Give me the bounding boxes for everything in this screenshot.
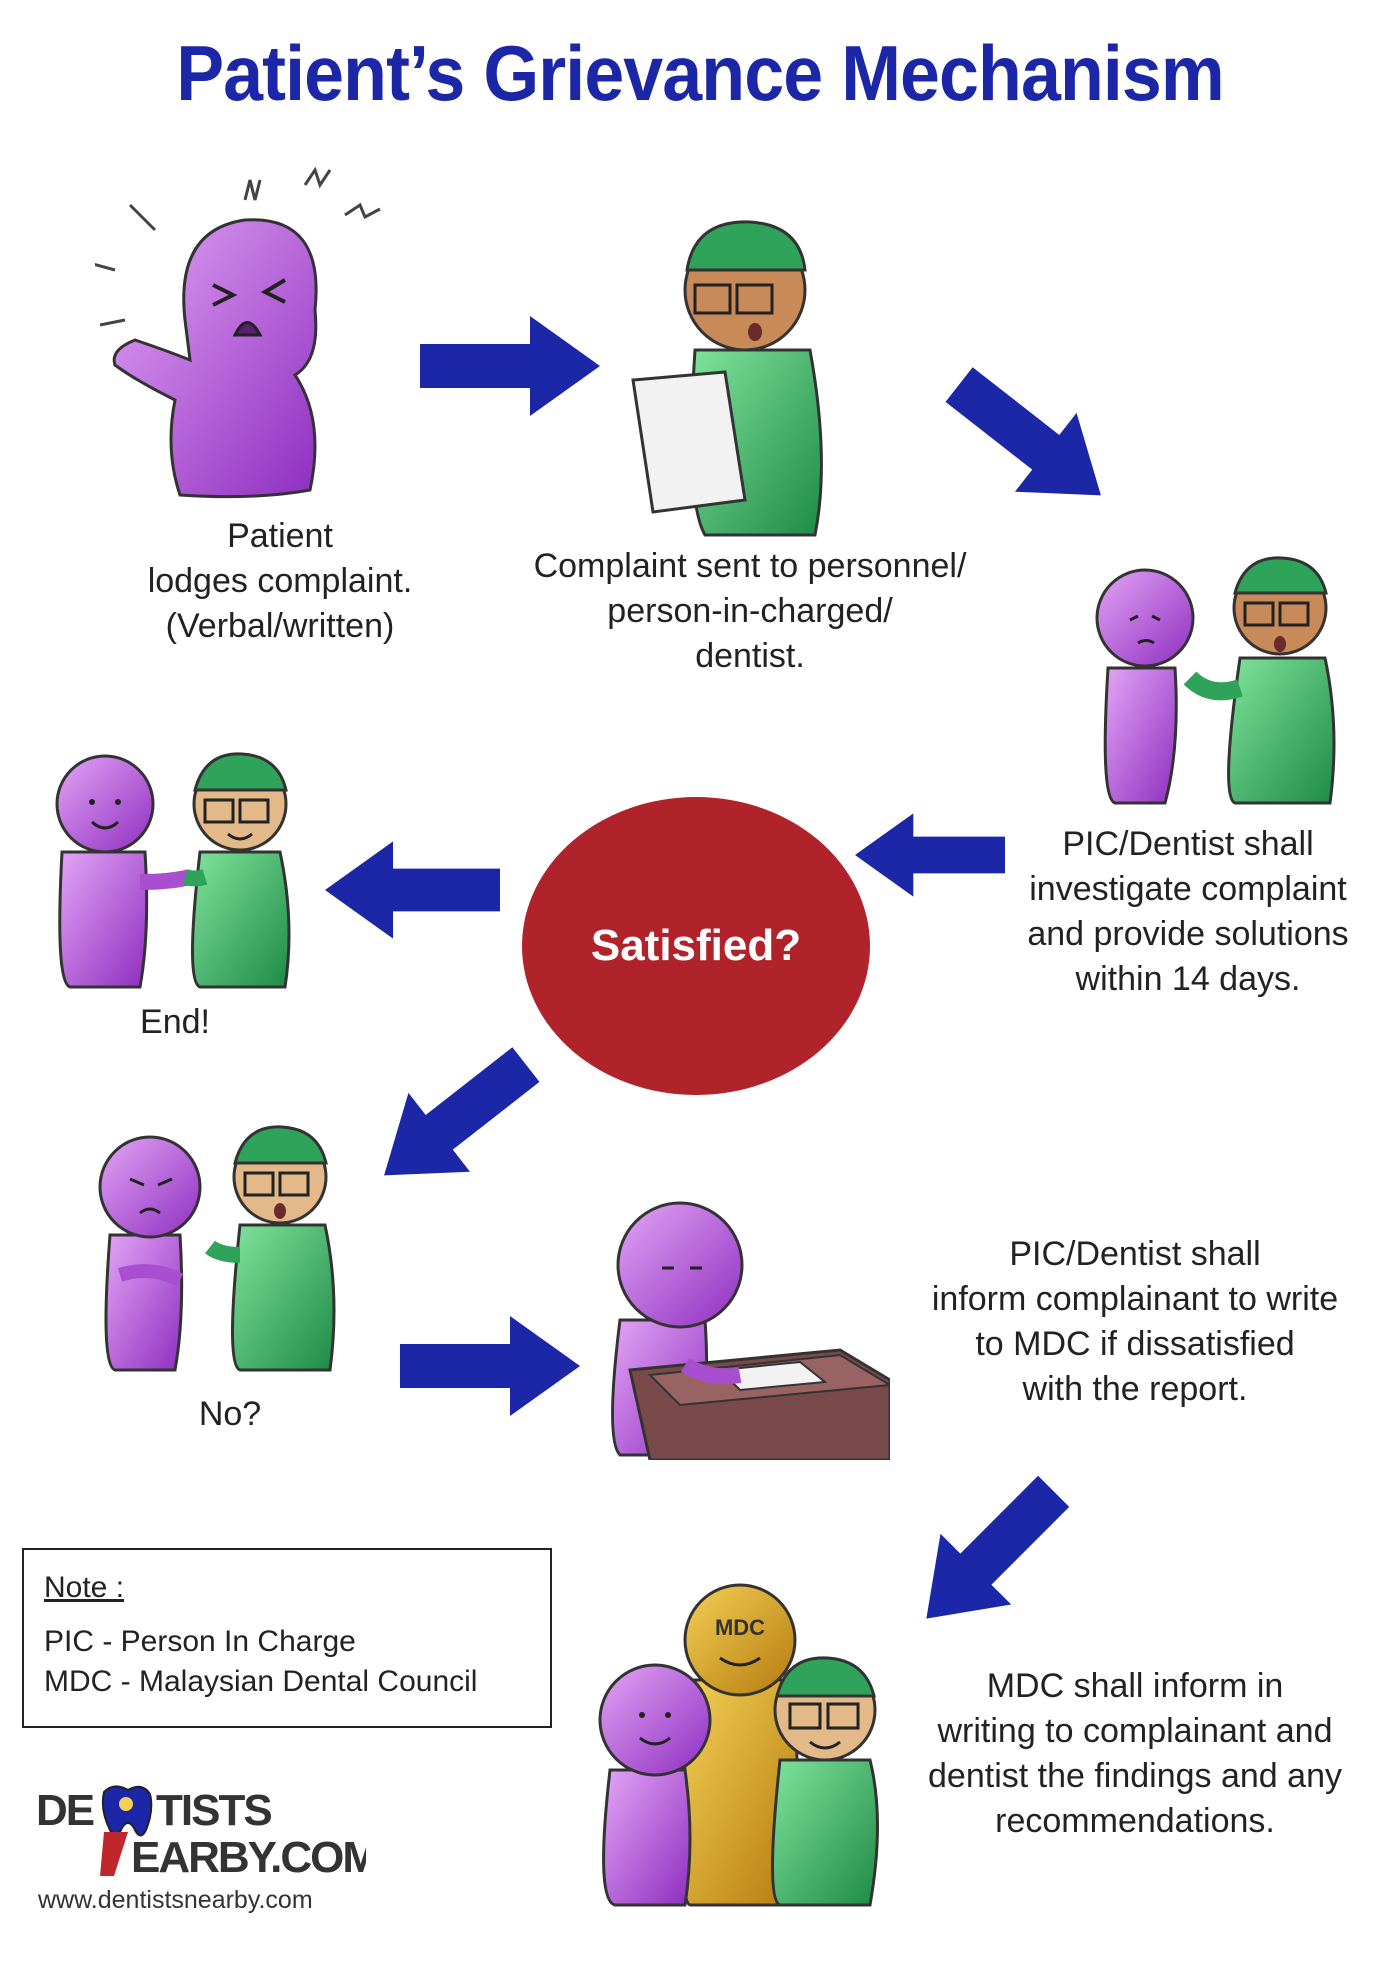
caption-line: PIC/Dentist shall xyxy=(1009,1235,1261,1273)
caption-line: inform complainant to write xyxy=(931,1280,1339,1318)
dentist-reading-complaint-illustration xyxy=(631,220,823,537)
caption-line: PIC/Dentist shall xyxy=(1062,825,1314,863)
dissatisfied-patient-illustration xyxy=(98,1125,336,1372)
caption-line: investigate complaint xyxy=(1029,870,1347,908)
arrow-down-left-icon xyxy=(384,1047,540,1176)
decision-label: Satisfied? xyxy=(590,921,802,970)
upset-patient-illustration xyxy=(95,166,381,499)
page-title: Patient’s Grievance Mechanism xyxy=(176,29,1224,117)
step-inform-caption: PIC/Dentist shall inform complainant to … xyxy=(900,1232,1370,1412)
arrow-down-left-icon xyxy=(926,1475,1070,1619)
note-line: MDC - Malaysian Dental Council xyxy=(44,1665,478,1698)
caption-line: to MDC if dissatisfied xyxy=(975,1325,1295,1363)
svg-text:TISTS: TISTS xyxy=(156,1786,271,1835)
caption-line: dentist. xyxy=(695,637,805,675)
caption-line: Patient xyxy=(227,517,333,555)
patient-and-dentist-talking-illustration xyxy=(1095,556,1336,805)
handshake-illustration xyxy=(55,752,291,989)
mdc-badge-text: MDC xyxy=(715,1615,765,1640)
caption-line: recommendations. xyxy=(995,1802,1275,1840)
note-line: PIC - Person In Charge xyxy=(44,1625,356,1658)
arrow-down-right-icon xyxy=(945,367,1101,496)
note-heading: Note : xyxy=(44,1571,125,1604)
caption-line: and provide solutions xyxy=(1027,915,1349,953)
decision-node: Satisfied? xyxy=(522,797,870,1095)
step-investigate-caption: PIC/Dentist shall investigate complaint … xyxy=(998,822,1378,1002)
svg-text:DE: DE xyxy=(36,1786,94,1835)
caption-line: Complaint sent to personnel/ xyxy=(533,547,967,585)
step-mdc-caption: MDC shall inform in writing to complaina… xyxy=(900,1664,1370,1844)
caption-line: writing to complainant and xyxy=(937,1712,1333,1750)
mdc-group-hug-illustration: MDC xyxy=(598,1583,879,1907)
step-sent-caption: Complaint sent to personnel/ person-in-c… xyxy=(500,544,1000,679)
caption-line: lodges complaint. xyxy=(147,562,413,600)
caption-line: (Verbal/written) xyxy=(165,607,395,645)
caption-line: person-in-charged/ xyxy=(607,592,893,630)
patient-writing-letter-illustration xyxy=(611,1201,890,1460)
caption-line: within 14 days. xyxy=(1075,960,1301,998)
svg-text:EARBY.COM: EARBY.COM xyxy=(131,1833,366,1880)
caption-line: dentist the findings and any xyxy=(928,1757,1342,1795)
arrow-right-icon xyxy=(420,316,600,416)
website-url: www.dentistsnearby.com xyxy=(38,1886,313,1914)
arrow-left-icon xyxy=(855,813,1005,897)
arrow-right-icon xyxy=(400,1316,580,1416)
step-end-caption: End! xyxy=(140,1003,210,1041)
caption-line: MDC shall inform in xyxy=(986,1667,1284,1705)
step-no-caption: No? xyxy=(198,1395,262,1433)
step-lodge-caption: Patient lodges complaint. (Verbal/writte… xyxy=(120,514,440,649)
abbreviation-note: Note : PIC - Person In Charge MDC - Mala… xyxy=(22,1548,552,1728)
caption-line: with the report. xyxy=(1022,1370,1248,1408)
dentistsnearby-logo: DE TISTS EARBY.COM xyxy=(36,1785,366,1880)
arrow-left-icon xyxy=(325,841,500,939)
